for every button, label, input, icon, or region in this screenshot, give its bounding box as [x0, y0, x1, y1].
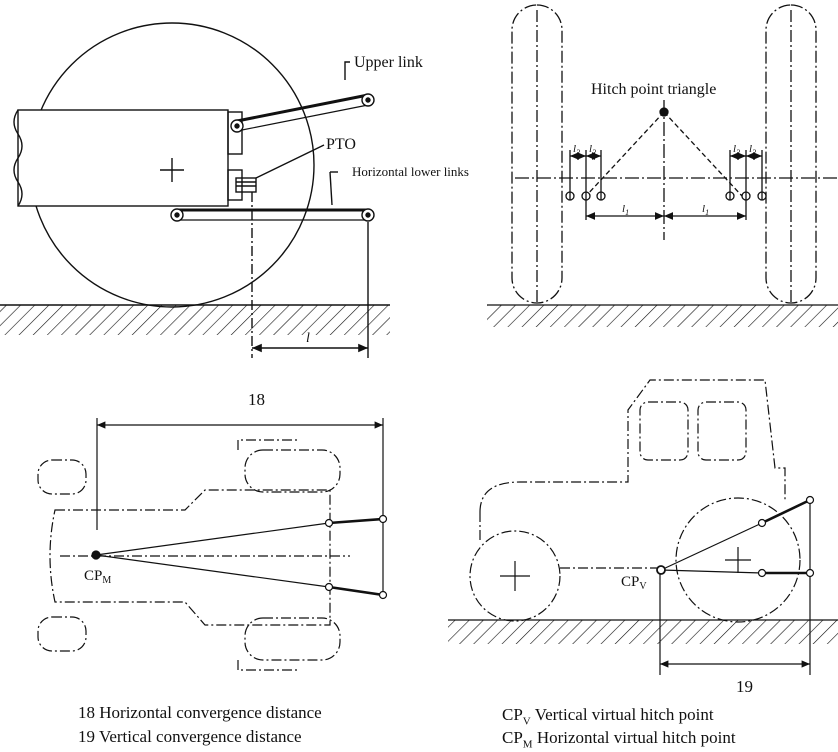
l1-label: l1 [622, 203, 629, 217]
l1-label: l1 [702, 203, 709, 217]
label-hitch-triangle: Hitch point triangle [591, 81, 716, 98]
top-view-panel [37, 418, 388, 671]
top-hitch-point [659, 107, 669, 117]
label-lower-links: Horizontal lower links [352, 164, 469, 179]
l2-label: l2 [573, 143, 580, 157]
rear-wheel-right [765, 4, 817, 304]
label-upper-link: Upper link [354, 54, 423, 71]
upper-link [236, 93, 369, 123]
legend-cpm: CPM Horizontal virtual hitch point [502, 728, 736, 751]
rear-ground-hatch [487, 305, 838, 327]
ground-hatch [0, 305, 390, 335]
legend-cpv: CPV Vertical virtual hitch point [502, 705, 714, 728]
side-view-panel [0, 22, 390, 358]
tractor-side-panel [448, 379, 838, 675]
cpm-label: CPM [84, 568, 111, 586]
dim-19: 19 [736, 677, 753, 696]
cpm-point [91, 550, 101, 560]
rear-wheel-left [511, 4, 563, 304]
lower-link-left [328, 517, 384, 525]
tractor-body [17, 109, 229, 207]
l2-label: l2 [733, 143, 740, 157]
rear-view-panel [487, 4, 838, 327]
l2-label: l2 [749, 143, 756, 157]
cpv-point [656, 565, 666, 575]
legend-19: 19 Vertical convergence distance [78, 727, 302, 746]
lower-link-right [328, 585, 384, 597]
label-pto: PTO [326, 136, 356, 153]
ground-hatch-2 [448, 620, 838, 644]
dim-18: 18 [248, 390, 265, 409]
label-l: l [306, 331, 310, 346]
legend-18: 18 Horizontal convergence distance [78, 703, 322, 722]
l2-label: l2 [589, 143, 596, 157]
l2-labels: l2 l2 l2 l2 l1 l1 [573, 143, 756, 217]
cpv-label: CPV [621, 574, 647, 592]
upper-link-side [761, 498, 811, 525]
pto-shaft [235, 177, 257, 193]
